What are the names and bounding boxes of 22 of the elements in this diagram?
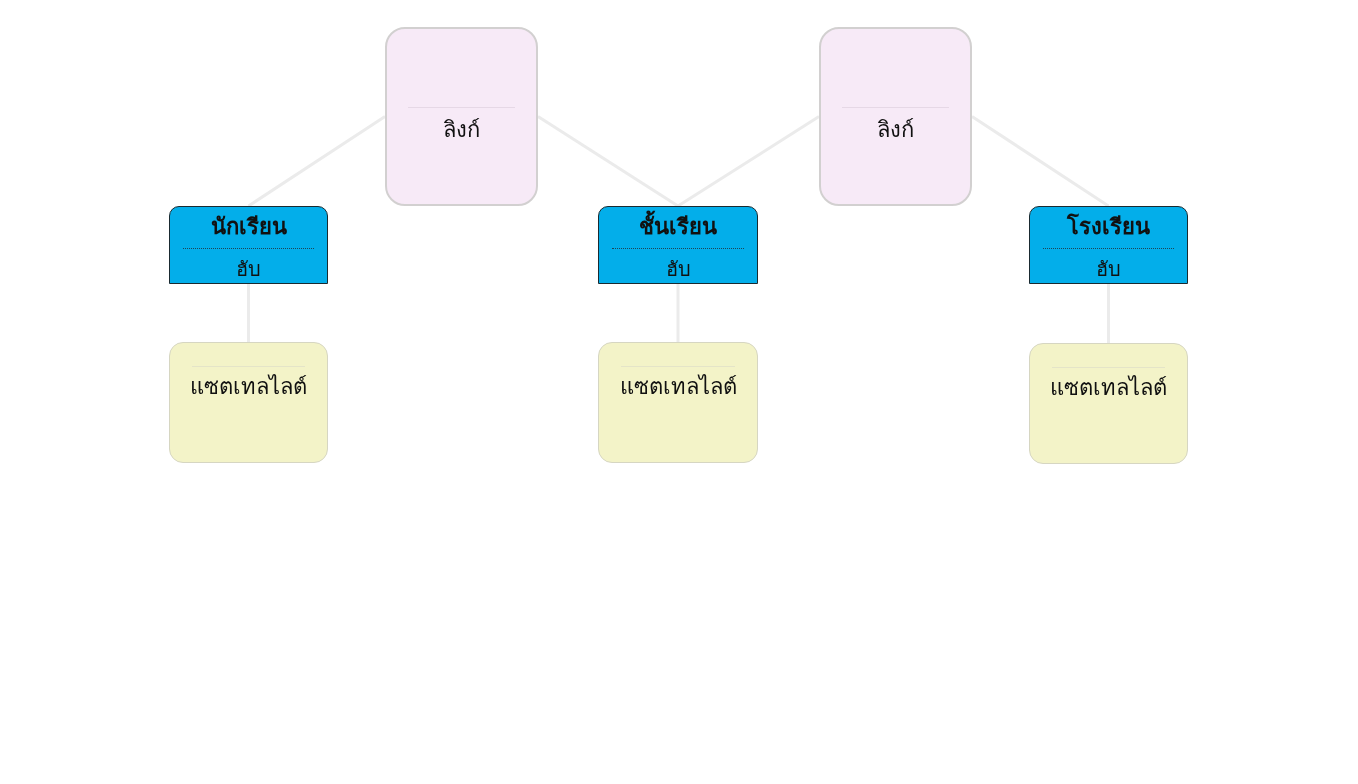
connector-line xyxy=(971,115,1110,208)
link-box xyxy=(385,27,538,206)
hub-type-label: ฮับ xyxy=(236,257,261,281)
link-label: ลิงก์ xyxy=(443,117,480,143)
connector-line xyxy=(677,115,820,208)
hub-name: นักเรียน xyxy=(210,214,287,240)
hub-box xyxy=(1029,206,1188,284)
hub-name: โรงเรียน xyxy=(1067,214,1150,240)
satellite-box xyxy=(169,342,328,463)
satellite-box xyxy=(598,342,758,463)
satellite-label: แซตเทลไลต์ xyxy=(190,374,307,400)
satellite-box xyxy=(1029,343,1188,464)
connector-line xyxy=(247,115,386,208)
link-box xyxy=(819,27,972,206)
hub-box xyxy=(169,206,328,284)
link-label: ลิงก์ xyxy=(877,117,914,143)
hub-type-label: ฮับ xyxy=(665,257,691,281)
connector-line xyxy=(537,115,679,208)
hub-box xyxy=(598,206,758,284)
satellite-label: แซตเทลไลต์ xyxy=(1050,375,1167,401)
hub-type-label: ฮับ xyxy=(1096,257,1121,281)
satellite-label: แซตเทลไลต์ xyxy=(619,374,737,400)
